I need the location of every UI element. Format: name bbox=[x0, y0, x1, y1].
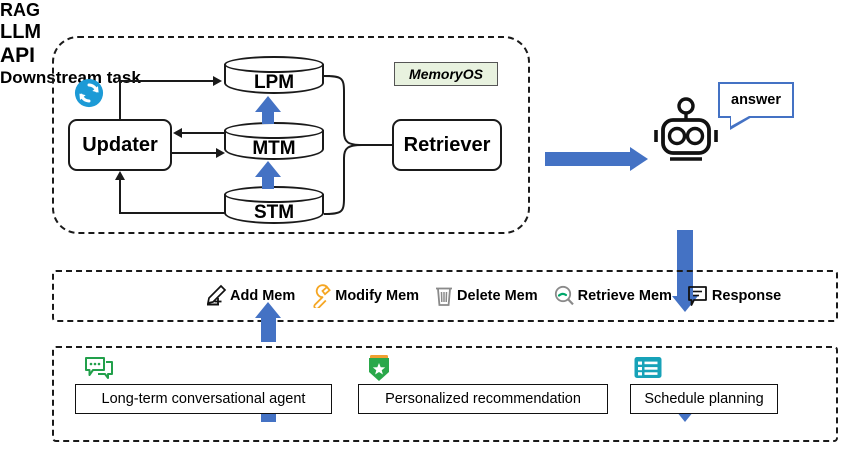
rag-label: RAG bbox=[0, 0, 40, 20]
api-item-label: Modify Mem bbox=[335, 288, 420, 304]
cylinder-top bbox=[224, 56, 324, 73]
api-label: API bbox=[0, 44, 36, 67]
downstream-container bbox=[52, 346, 838, 442]
connector-updater-to-lpm-horizontal bbox=[119, 80, 213, 82]
memory-cylinder-mtm: MTM bbox=[224, 122, 324, 168]
pencil-add-icon bbox=[205, 284, 227, 308]
list-schedule-icon bbox=[633, 355, 663, 386]
llm-label: LLM bbox=[0, 21, 42, 43]
task-box-schedule-planning[interactable]: Schedule planning bbox=[630, 384, 778, 414]
connector-mtm-to-updater bbox=[182, 132, 226, 134]
api-item-label: Response bbox=[711, 288, 782, 304]
robot-icon bbox=[650, 96, 722, 169]
cylinder-top bbox=[224, 122, 324, 139]
task-box-long-term-conversational-agent[interactable]: Long-term conversational agent bbox=[75, 384, 332, 414]
memory-cylinder-stm: STM bbox=[224, 186, 324, 232]
connector-stm-to-updater-vertical bbox=[119, 180, 121, 214]
cylinder-label: MTM bbox=[252, 138, 296, 159]
api-item-label: Retrieve Mem bbox=[577, 288, 672, 304]
retriever-box: Retriever bbox=[392, 119, 502, 171]
api-item-add-mem[interactable]: Add Mem bbox=[205, 284, 295, 308]
arrowhead-to-lpm bbox=[213, 76, 222, 86]
wrench-icon bbox=[310, 284, 332, 310]
star-badge-icon bbox=[365, 354, 393, 389]
api-item-label: Delete Mem bbox=[457, 288, 538, 304]
api-item-label: Add Mem bbox=[230, 288, 296, 304]
api-item-retrieve-mem[interactable]: Retrieve Mem bbox=[553, 284, 672, 308]
cylinder-label: LPM bbox=[253, 72, 295, 93]
answer-bubble-tail-inner bbox=[731, 116, 749, 126]
chat-bubbles-icon bbox=[84, 356, 114, 387]
memoryos-tag: MemoryOS bbox=[394, 62, 498, 86]
bracket-stub-lpm bbox=[324, 75, 330, 77]
task-box-personalized-recommendation[interactable]: Personalized recommendation bbox=[358, 384, 608, 414]
search-icon bbox=[553, 284, 575, 308]
memory-cylinder-lpm: LPM bbox=[224, 56, 324, 102]
api-item-modify-mem[interactable]: Modify Mem bbox=[310, 284, 420, 310]
trash-icon bbox=[434, 284, 454, 308]
api-items-row: Add Mem Modify Mem Delete Mem bbox=[205, 281, 781, 311]
answer-bubble: answer bbox=[718, 82, 794, 118]
connector-updater-to-mtm bbox=[172, 152, 216, 154]
sync-refresh-icon bbox=[74, 78, 104, 113]
cylinder-top bbox=[224, 186, 324, 203]
memoryos-container bbox=[52, 36, 530, 234]
api-container bbox=[52, 270, 838, 322]
speech-response-icon bbox=[687, 284, 709, 308]
bracket-stub-stm bbox=[324, 213, 330, 215]
updater-box: Updater bbox=[68, 119, 172, 171]
connector-stm-to-updater-horizontal bbox=[119, 212, 225, 214]
arrowhead-to-mtm bbox=[216, 148, 225, 158]
cylinder-label: STM bbox=[253, 202, 295, 223]
downstream-title: Downstream task bbox=[0, 68, 141, 87]
api-item-response[interactable]: Response bbox=[687, 284, 781, 308]
arrowhead-updater-bottom bbox=[115, 171, 125, 180]
api-item-delete-mem[interactable]: Delete Mem bbox=[434, 284, 538, 308]
arrowhead-to-updater bbox=[173, 128, 182, 138]
bracket-memories-to-retriever bbox=[323, 75, 392, 215]
connector-updater-to-lpm-vertical bbox=[119, 80, 121, 120]
